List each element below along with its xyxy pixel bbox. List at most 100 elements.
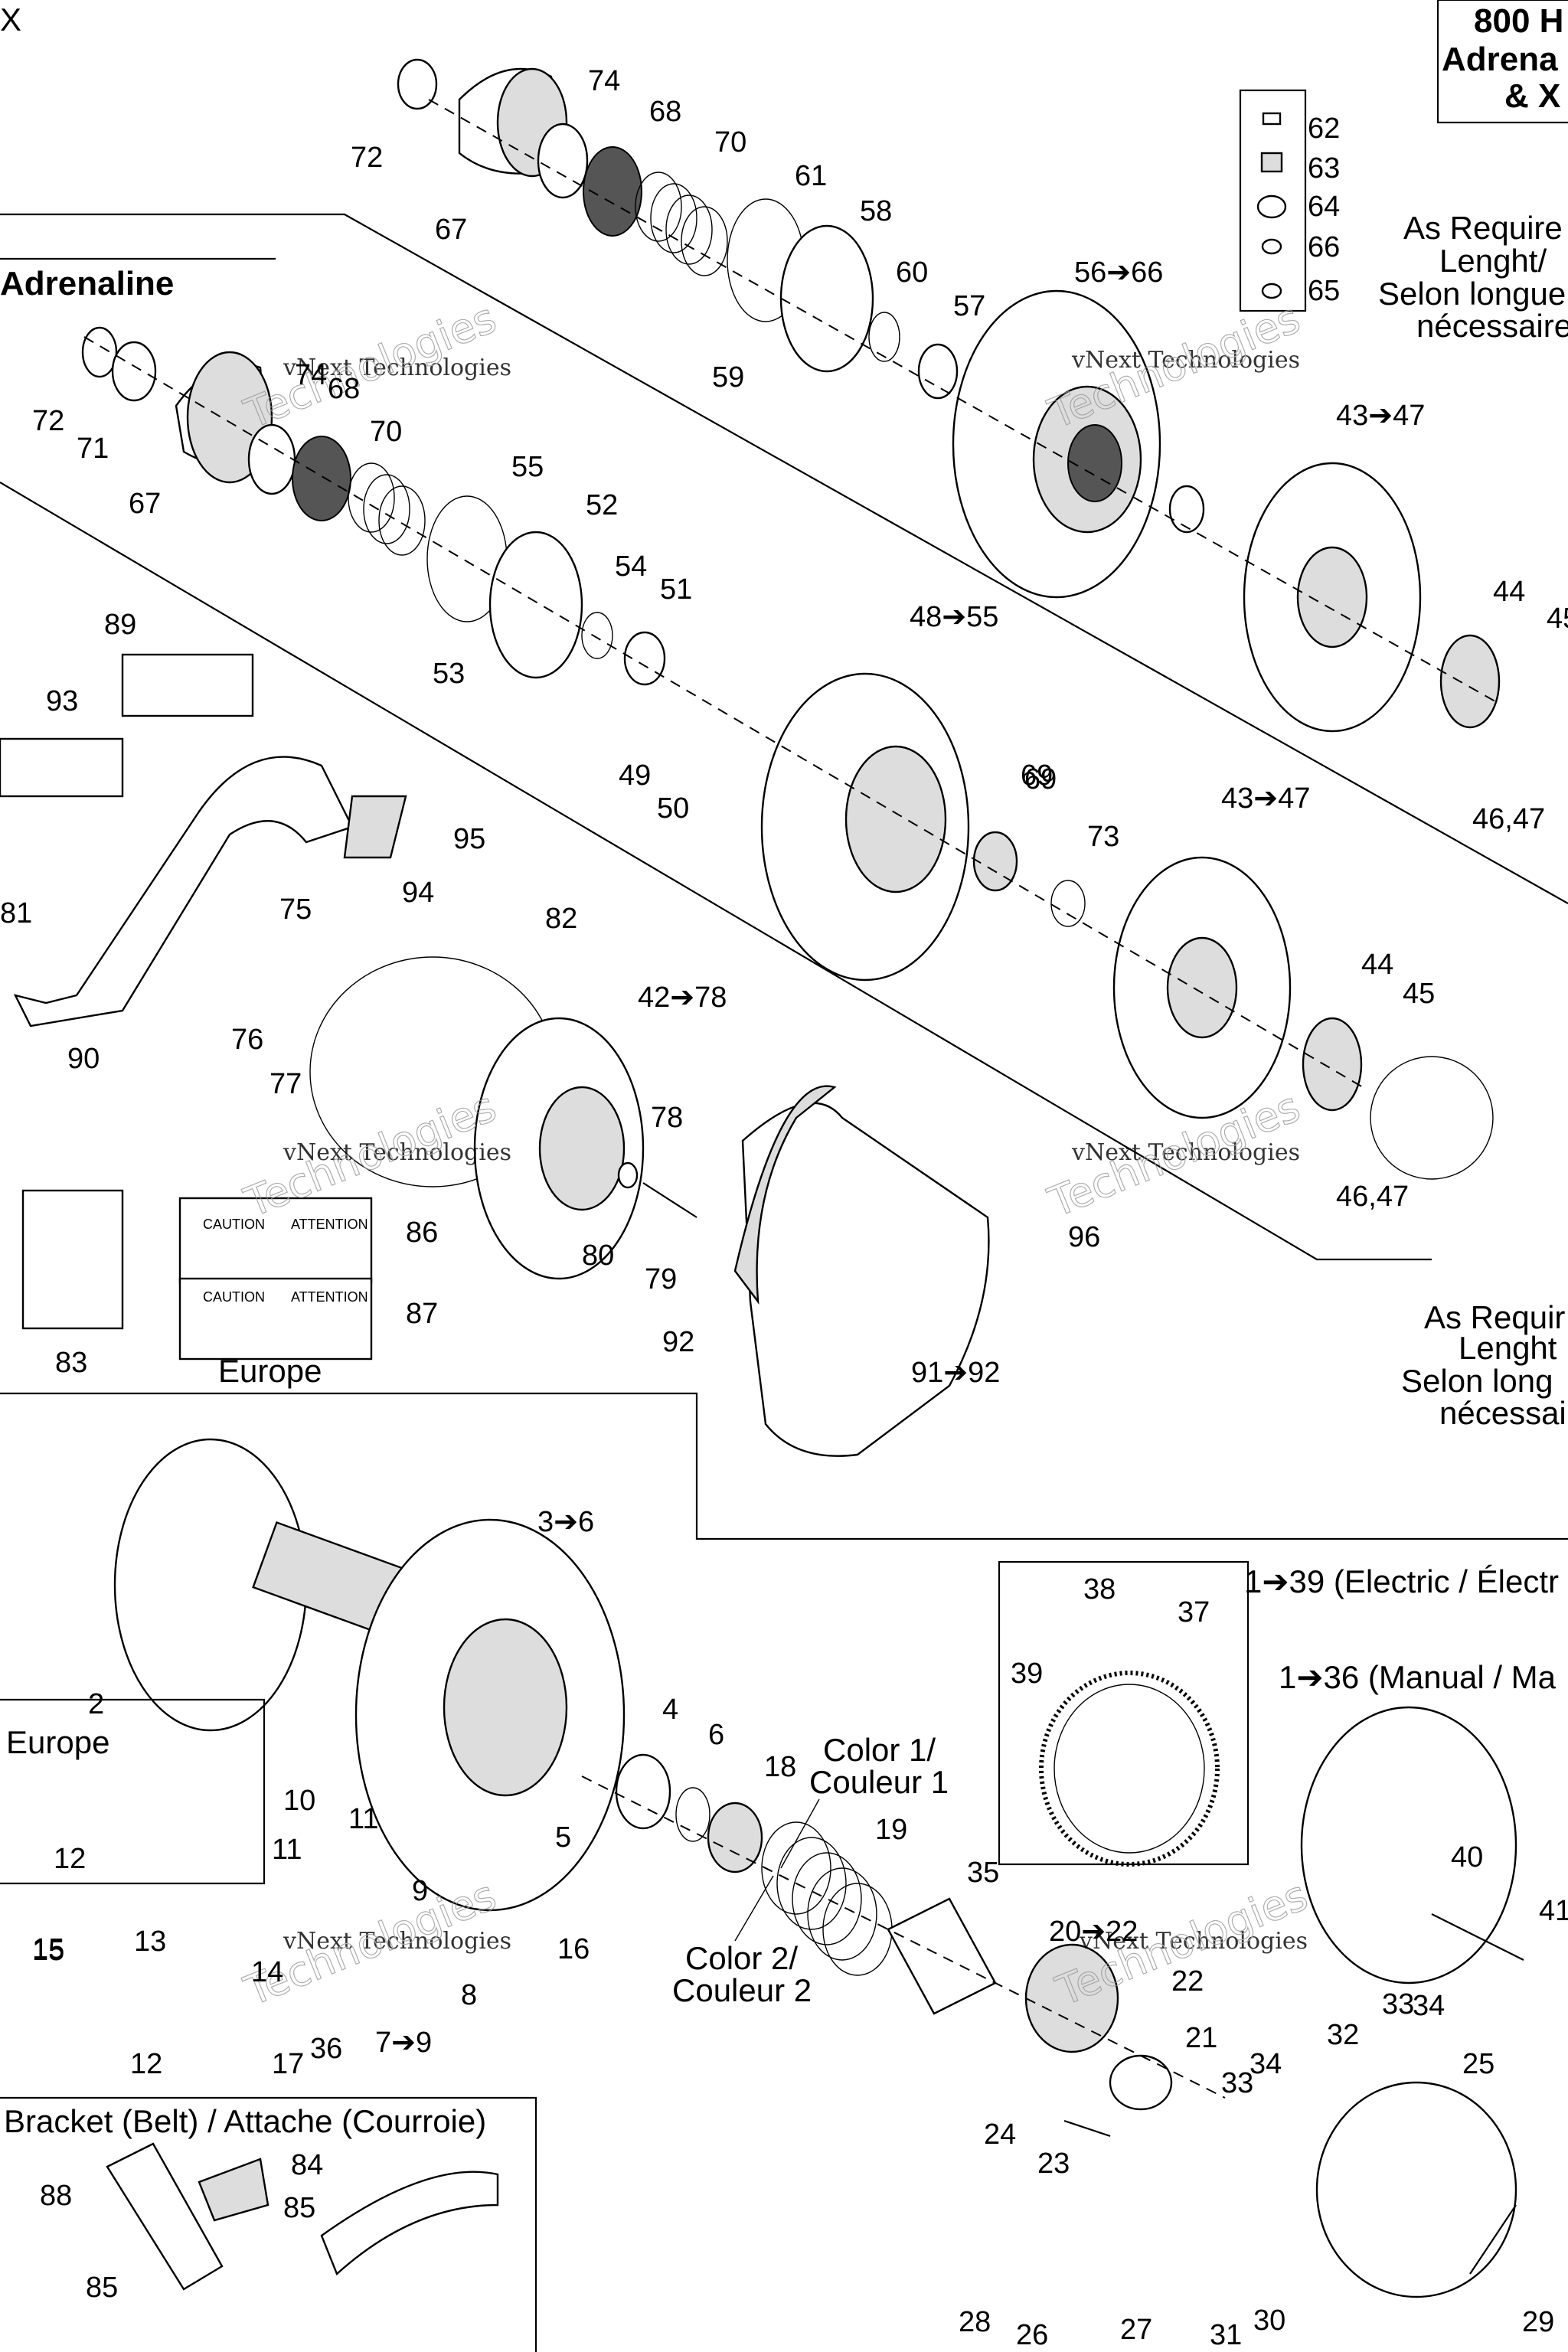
- part-44b: [1302, 1017, 1363, 1112]
- note-color2-a: Color 2/: [685, 1940, 798, 1976]
- callout-90: 22: [1171, 1965, 1204, 1998]
- callout-85: 14: [251, 1956, 283, 1988]
- note-color1-a: Color 1/: [823, 1732, 936, 1768]
- callout-82: 12: [54, 1843, 86, 1875]
- callout-37: 90: [67, 1043, 100, 1075]
- callout-83: 15: [32, 1933, 64, 1965]
- callout-23: 52: [586, 489, 618, 521]
- callout-62: 2: [88, 1688, 104, 1720]
- callout-109: 31: [1210, 2319, 1242, 2351]
- callout-99: 25: [1462, 2048, 1494, 2080]
- callout-67: 19: [875, 1814, 907, 1846]
- callout-51: 78: [651, 1102, 683, 1134]
- drive-pulley-group: [113, 1438, 1524, 2298]
- watermark-3: vNext Technologies Technologies: [237, 1082, 511, 1227]
- callout-55: 92: [662, 1326, 694, 1358]
- belt-guard-group: CAUTION ATTENTION CAUTION ATTENTION Euro…: [0, 653, 990, 1457]
- callout-4: 67: [435, 214, 467, 246]
- part-29-bolt: [1469, 2204, 1517, 2275]
- callout-101: 84: [291, 2149, 323, 2181]
- part-1-assy-manual: [1300, 1706, 1517, 1984]
- note-as-required-top: As Require Lenght/ Selon longue nécessai…: [1378, 210, 1568, 344]
- part-73: [1050, 880, 1086, 927]
- part-56-bore: [1067, 424, 1122, 502]
- part-3-hub: [443, 1618, 568, 1797]
- svg-text:As Require: As Require: [1403, 210, 1563, 246]
- section-adrenaline: Adrenaline: [0, 265, 174, 302]
- part-18: [707, 1802, 763, 1873]
- callout-30: 45: [1547, 603, 1568, 635]
- callout-39: 76: [231, 1024, 263, 1056]
- callout-10: 56➔66: [1074, 256, 1163, 289]
- callout-91: 21: [1185, 2022, 1217, 2054]
- svg-text:As Requir: As Requir: [1424, 1299, 1565, 1335]
- sticker-89: [121, 653, 254, 717]
- svg-text:vNext Technologies: vNext Technologies: [283, 354, 511, 381]
- callout-49: 45: [1403, 978, 1435, 1010]
- detail-46-47: [1370, 1056, 1494, 1180]
- callout-77: 9: [412, 1875, 428, 1907]
- bracket-box: [0, 2096, 537, 2352]
- callout-45: 69: [1024, 763, 1057, 795]
- callout-72: 40: [1451, 1841, 1483, 1873]
- sticker-87-caution: CAUTION: [203, 1289, 265, 1305]
- callout-87: 17: [272, 2048, 304, 2080]
- callout-59: 86: [406, 1217, 438, 1249]
- callout-79: 8: [461, 1979, 477, 2011]
- callout-17: 71: [77, 433, 109, 465]
- callout-63: 4: [662, 1694, 678, 1726]
- callout-103: 85: [86, 2272, 118, 2304]
- part-84-clip: [198, 2158, 270, 2222]
- svg-text:Lenght/: Lenght/: [1439, 243, 1547, 279]
- callout-47: 43➔47: [1221, 782, 1310, 815]
- adrenaline-driven-group: [81, 326, 1494, 1180]
- page-letter: X: [0, 2, 21, 38]
- svg-text:vNext Technologies: vNext Technologies: [283, 1928, 511, 1955]
- callout-105: 26: [1016, 2319, 1048, 2351]
- callout-25: 51: [660, 573, 692, 606]
- callout-58: 83: [55, 1347, 87, 1379]
- part-92-cover: [733, 1085, 837, 1305]
- note-as-required-mid: As Requir Lenght Selon long nécessai: [1401, 1299, 1566, 1431]
- callout-22: 55: [511, 451, 544, 483]
- part-54: [581, 612, 613, 659]
- part-51: [623, 631, 666, 686]
- callout-46: 73: [1087, 821, 1119, 853]
- svg-text:vNext Technologies: vNext Technologies: [1071, 1139, 1300, 1166]
- callout-107: 29: [1522, 2306, 1554, 2338]
- color2-leader: [734, 1875, 774, 1942]
- part-42-hub: [538, 1086, 626, 1211]
- svg-text:vNext Technologies: vNext Technologies: [1071, 347, 1300, 374]
- callout-76: 11: [272, 1834, 302, 1866]
- callout-7: 60: [896, 256, 928, 289]
- callout-75: 11: [348, 1803, 378, 1835]
- sticker-87-attention: ATTENTION: [291, 1289, 368, 1305]
- kit-parts: [1256, 112, 1287, 299]
- part-37-ring-gear: [1039, 1671, 1220, 1867]
- part-41-bolt: [1431, 1913, 1524, 1961]
- callout-108: 30: [1253, 2305, 1285, 2337]
- part-72-ring: [397, 58, 438, 110]
- callout-29: 44: [1493, 576, 1525, 608]
- callout-34: 81: [0, 897, 32, 929]
- callout-70: 37: [1178, 1596, 1210, 1628]
- callout-42: 49: [619, 760, 651, 792]
- sticker-86-caution: CAUTION: [203, 1217, 265, 1232]
- callout-93: 23: [1037, 2148, 1070, 2180]
- svg-text:Selon longue: Selon longue: [1378, 276, 1566, 312]
- callout-95: 33: [1382, 1988, 1414, 2020]
- callout-8: 57: [953, 290, 985, 322]
- part-48-hub: [844, 745, 947, 893]
- note-manual: 1➔36 (Manual / Ma: [1279, 1659, 1557, 1695]
- callout-44: 48➔55: [910, 601, 998, 633]
- callout-14: 66: [1308, 231, 1340, 263]
- part-69b: [972, 831, 1018, 892]
- callout-32: 89: [104, 609, 136, 641]
- part-88-bracket: [106, 2142, 224, 2291]
- color1-leader: [780, 1798, 820, 1869]
- lower-axis: [83, 336, 1364, 1088]
- part-71: [111, 341, 157, 402]
- callout-96: 34: [1413, 1990, 1445, 2022]
- callout-86: 12: [130, 2048, 162, 2080]
- callout-89: 20➔22: [1049, 1916, 1138, 1948]
